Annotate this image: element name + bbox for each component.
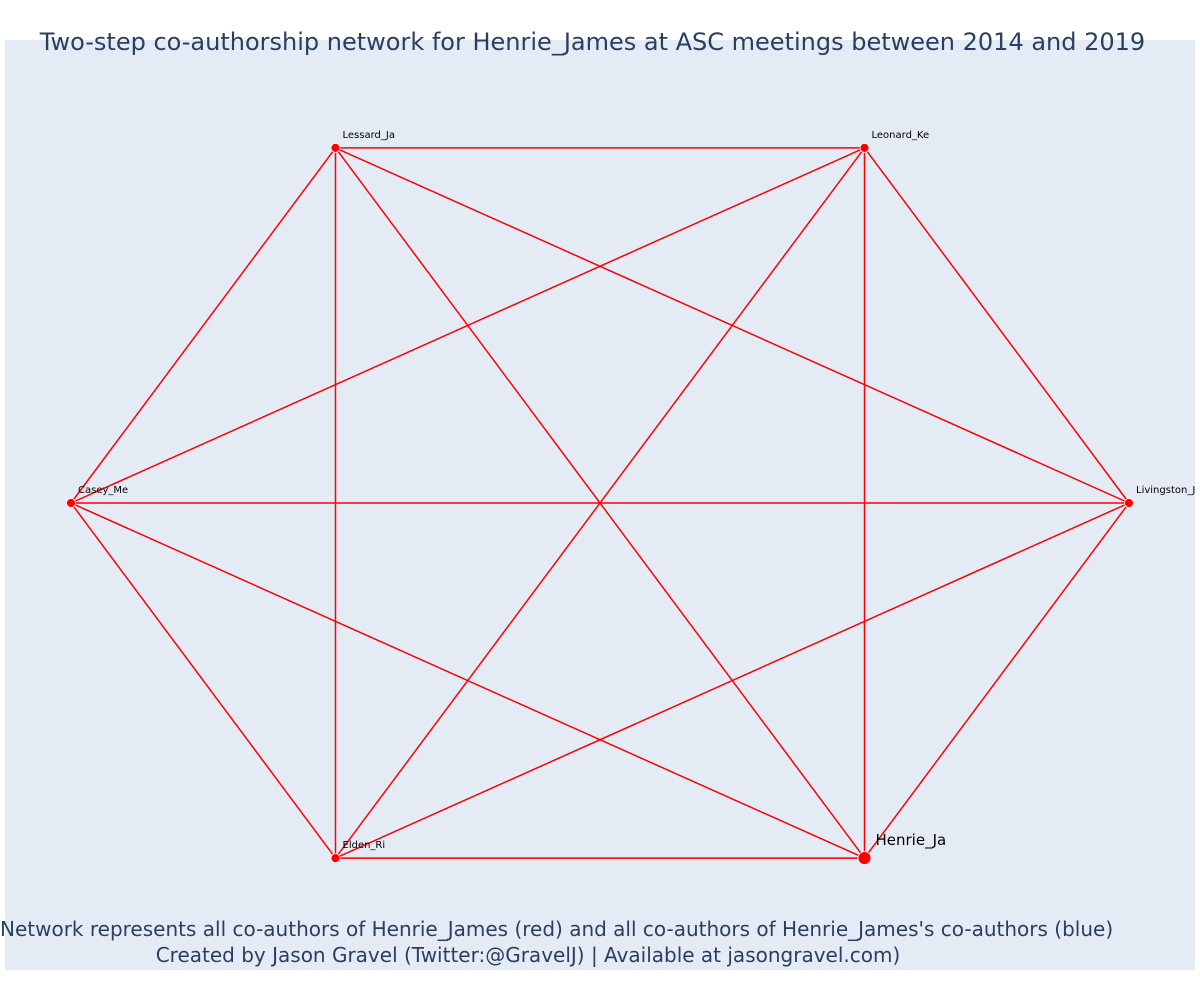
edge-Leonard_Ke-Livingston_Je bbox=[863, 147, 1130, 504]
node-Elden_Ri[interactable] bbox=[330, 853, 341, 863]
node-label-Livingston_Je: Livingston_Je bbox=[1136, 485, 1200, 496]
node-label-Lessard_Ja: Lessard_Ja bbox=[343, 130, 395, 141]
edges-layer bbox=[70, 147, 1130, 859]
edge-Elden_Ri-Casey_Me bbox=[70, 502, 337, 859]
node-label-Elden_Ri: Elden_Ri bbox=[343, 840, 386, 851]
plot-area bbox=[5, 40, 1195, 970]
chart-title: Two-step co-authorship network for Henri… bbox=[39, 28, 1146, 56]
node-Casey_Me[interactable] bbox=[66, 498, 76, 508]
node-label-Henrie_Ja: Henrie_Ja bbox=[876, 831, 947, 850]
node-Lessard_Ja[interactable] bbox=[330, 142, 341, 153]
node-Henrie_Ja[interactable] bbox=[857, 851, 872, 865]
edge-Leonard_Ke-Casey_Me bbox=[70, 147, 865, 504]
edge-Livingston_Je-Elden_Ri bbox=[335, 502, 1130, 859]
caption-credit: Created by Jason Gravel (Twitter:@Gravel… bbox=[155, 943, 901, 967]
node-Leonard_Ke[interactable] bbox=[859, 142, 870, 153]
caption-description: Network represents all co-authors of Hen… bbox=[0, 917, 1114, 941]
edge-Livingston_Je-Henrie_Ja bbox=[863, 502, 1130, 859]
edge-Henrie_Ja-Casey_Me bbox=[70, 502, 865, 859]
labels-layer: Lessard_Ja Leonard_KeLivingston_JeHenrie_… bbox=[78, 130, 1200, 851]
edge-Lessard_Ja-Casey_Me bbox=[70, 147, 337, 504]
node-label-Leonard_Ke: Leonard_Ke bbox=[872, 130, 930, 141]
node-label-Casey_Me: Casey_Me bbox=[78, 485, 128, 496]
node-Livingston_Je[interactable] bbox=[1124, 498, 1134, 508]
nodes-layer bbox=[66, 142, 1134, 865]
